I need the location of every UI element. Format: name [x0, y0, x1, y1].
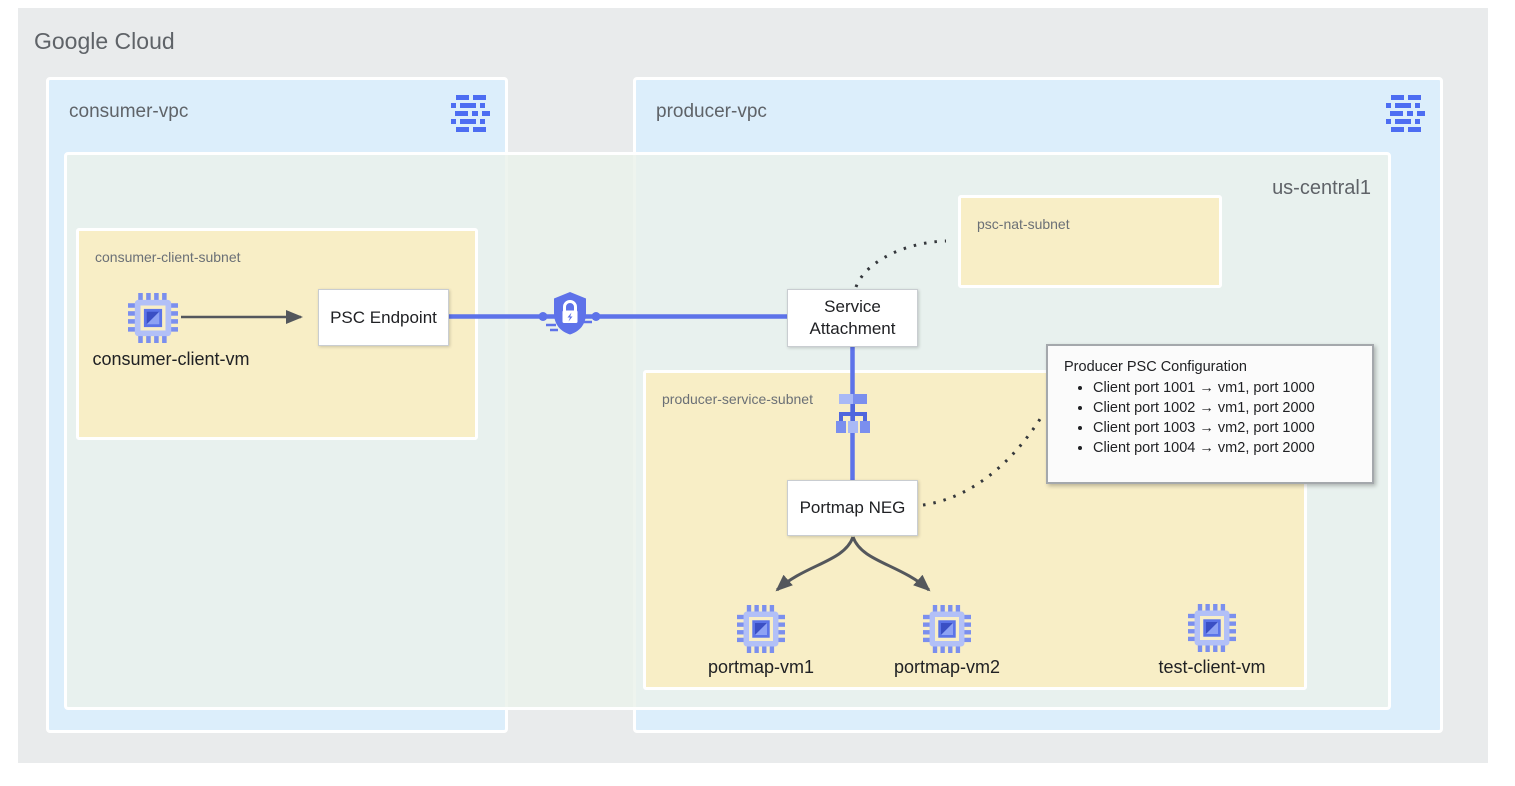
- google-cloud-title: Google Cloud: [34, 28, 175, 54]
- config-list: Client port 1001 → vm1, port 1000 Client…: [1064, 378, 1362, 458]
- region-label: us-central1: [1272, 177, 1371, 199]
- portmap-vm1-label: portmap-vm1: [707, 657, 815, 677]
- psc-nat-subnet-label: psc-nat-subnet: [977, 216, 1070, 232]
- consumer-client-subnet-label: consumer-client-subnet: [95, 249, 241, 265]
- vpc-network-icon: [450, 95, 490, 138]
- vm-instance-icon: [1188, 604, 1236, 657]
- service-attachment-node: Service Attachment: [787, 289, 918, 347]
- config-item: Client port 1002 → vm1, port 2000: [1093, 398, 1362, 418]
- vpc-network-icon: [1385, 95, 1425, 138]
- consumer-client-vm-label: consumer-client-vm: [92, 349, 250, 369]
- portmap-vm2-label: portmap-vm2: [893, 657, 1001, 677]
- consumer-vpc-label: consumer-vpc: [69, 101, 189, 122]
- producer-vpc-label: producer-vpc: [656, 101, 767, 122]
- vm-instance-icon: [737, 605, 785, 658]
- config-title: Producer PSC Configuration: [1064, 359, 1247, 375]
- config-item: Client port 1004 → vm2, port 2000: [1093, 438, 1362, 458]
- vm-instance-icon: [128, 293, 178, 348]
- portmap-neg-node: Portmap NEG: [787, 480, 918, 536]
- producer-service-subnet-label: producer-service-subnet: [662, 391, 813, 407]
- load-balancer-icon: [829, 391, 877, 444]
- psc-nat-subnet-container: psc-nat-subnet: [958, 195, 1222, 288]
- producer-psc-config-callout: Producer PSC Configuration Client port 1…: [1046, 344, 1374, 484]
- shield-lock-icon: [552, 291, 588, 340]
- test-client-vm-label: test-client-vm: [1158, 657, 1266, 677]
- config-item: Client port 1001 → vm1, port 1000: [1093, 378, 1362, 398]
- psc-endpoint-node: PSC Endpoint: [318, 289, 449, 346]
- vm-instance-icon: [923, 605, 971, 658]
- config-item: Client port 1003 → vm2, port 1000: [1093, 418, 1362, 438]
